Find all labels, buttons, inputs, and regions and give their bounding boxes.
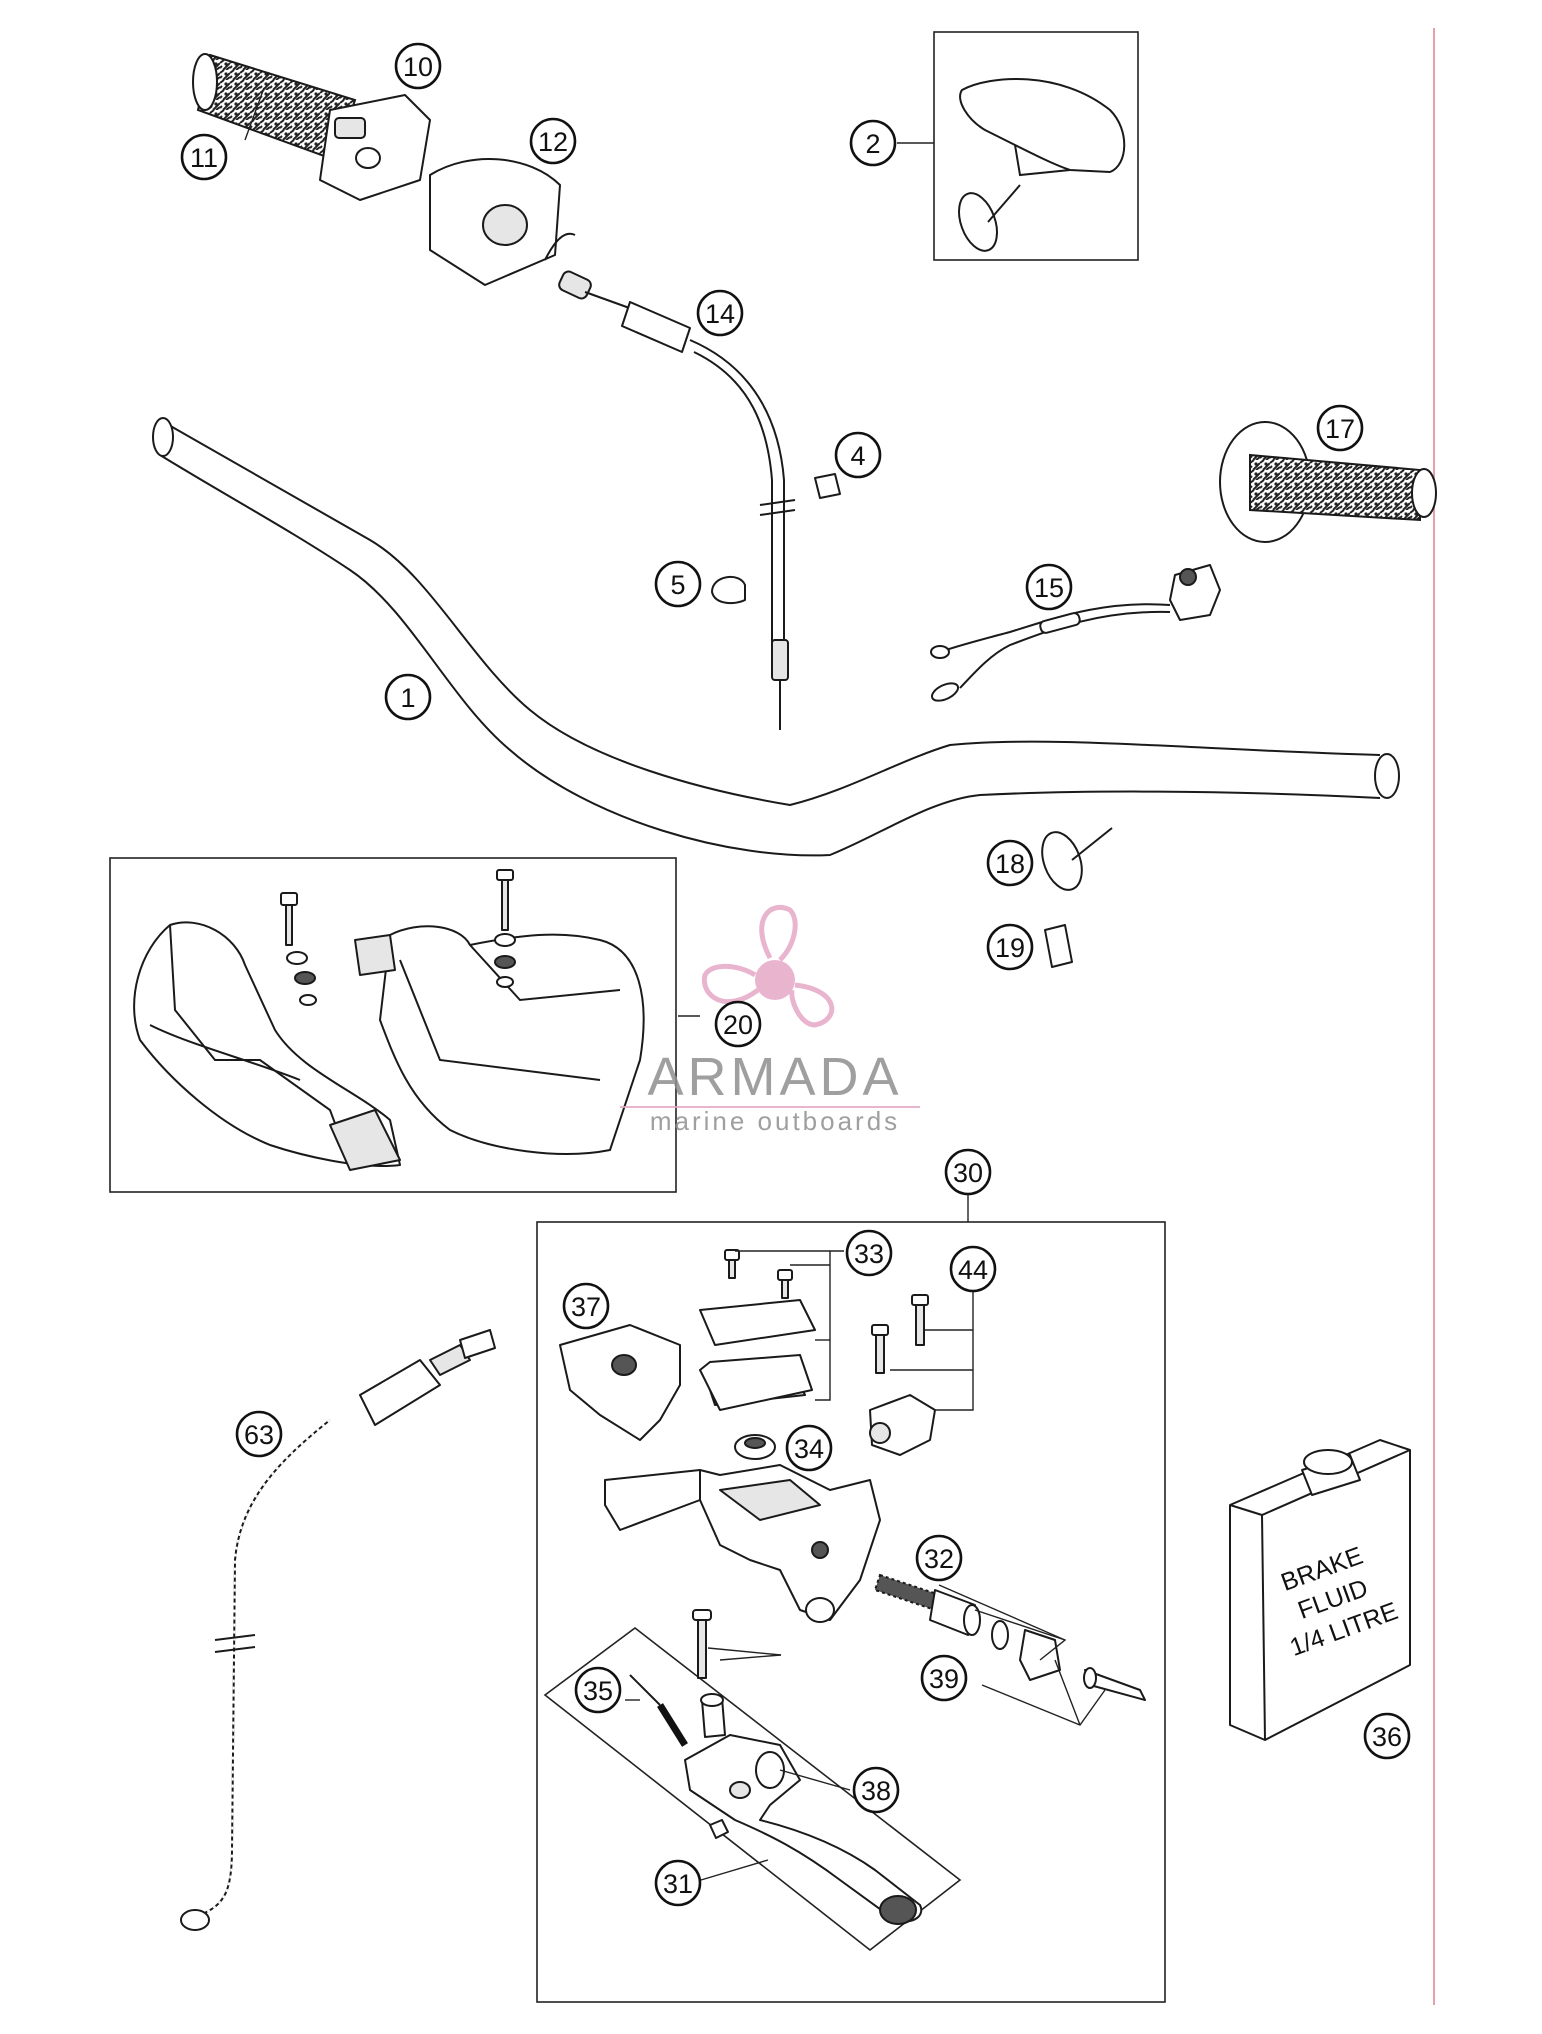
armada-logo (701, 905, 835, 1028)
callout-38: 38 (852, 1766, 900, 1814)
spring-pin (629, 1674, 688, 1747)
callout-label: 39 (929, 1664, 959, 1694)
callout-label: 17 (1325, 414, 1355, 444)
callout-14: 14 (696, 289, 744, 337)
callout-5: 5 (654, 560, 702, 608)
callout-label: 37 (571, 1292, 601, 1322)
callout-label: 34 (794, 1434, 824, 1464)
armada-watermark: ARMADA marine outboards (620, 905, 920, 1136)
callout-label: 15 (1034, 573, 1064, 603)
callout-36: 36 (1363, 1712, 1411, 1760)
callout-33: 33 (845, 1229, 893, 1277)
callout-label: 32 (924, 1544, 954, 1574)
callout-label: 14 (705, 299, 735, 329)
brake-lever (684, 1734, 923, 1925)
callout-label: 11 (190, 143, 218, 173)
piston-kit (873, 1573, 1146, 1701)
callout-label: 10 (403, 52, 433, 82)
watermark-tagline: marine outboards (650, 1106, 900, 1136)
callout-label: 2 (865, 129, 880, 159)
callout-39: 39 (920, 1654, 968, 1702)
throttle-cable (544, 232, 796, 730)
callout-label: 1 (400, 683, 415, 713)
handguard-right (354, 925, 645, 1155)
cable-adjuster-nut (814, 473, 841, 499)
bushing (700, 1693, 726, 1738)
callout-label: 19 (995, 933, 1025, 963)
clamp-bolts (871, 1294, 929, 1374)
callout-30: 30 (944, 1148, 992, 1196)
leader-lines (244, 87, 1106, 1881)
reservoir-cap (699, 1299, 816, 1411)
callout-label: 33 (854, 1239, 884, 1269)
pivot-bolt (692, 1609, 712, 1679)
callout-label: 44 (958, 1255, 988, 1285)
callout-11: 11 (180, 133, 228, 181)
brake-fluid-can: BRAKE FLUID 1/4 LITRE (1229, 1439, 1411, 1741)
callout-19: 19 (986, 923, 1034, 971)
callout-label: 38 (861, 1776, 891, 1806)
callout-34: 34 (785, 1424, 833, 1472)
clamp (869, 1394, 936, 1456)
kill-switch (930, 564, 1221, 702)
callout-label: 36 (1372, 1722, 1402, 1752)
callout-label: 20 (723, 1010, 753, 1040)
handguard-hardware (280, 869, 516, 1006)
callout-12: 12 (529, 117, 577, 165)
callout-4: 4 (834, 431, 882, 479)
cap-screws (724, 1249, 793, 1299)
callout-37: 37 (562, 1282, 610, 1330)
watermark-brand: ARMADA (647, 1047, 902, 1107)
number-plate-box (933, 31, 1139, 261)
throttle-cover (429, 158, 561, 286)
brake-line (180, 1329, 496, 1931)
callout-32: 32 (915, 1534, 963, 1582)
sleeve-19 (1044, 924, 1073, 968)
callout-label: 5 (670, 570, 685, 600)
cable-tie-18 (1041, 827, 1113, 891)
throttle-grip (192, 53, 357, 162)
handlebar (152, 417, 1400, 857)
lever-assembly-box (543, 1626, 962, 1952)
diaphragm (734, 1434, 776, 1460)
cable-clip (711, 576, 746, 605)
callout-18: 18 (986, 839, 1034, 887)
callout-label: 35 (583, 1676, 613, 1706)
throttle-housing (319, 94, 431, 201)
master-cylinder-box (536, 1221, 1166, 2003)
callout-20: 20 (714, 1000, 762, 1048)
callout-17: 17 (1316, 404, 1364, 452)
callout-31: 31 (654, 1859, 702, 1907)
handguard-box (109, 857, 677, 1193)
right-grip (1219, 421, 1437, 543)
callout-10: 10 (394, 42, 442, 90)
callout-label: 30 (953, 1158, 983, 1188)
number-plate (959, 78, 1126, 177)
lever-cover (559, 1324, 681, 1441)
master-cylinder-body (604, 1464, 881, 1623)
callout-label: 18 (995, 849, 1025, 879)
callout-15: 15 (1025, 563, 1073, 611)
cable-tie-2 (958, 184, 1021, 252)
callout-35: 35 (574, 1666, 622, 1714)
callout-label: 31 (663, 1869, 693, 1899)
callout-63: 63 (235, 1410, 283, 1458)
callout-1: 1 (384, 673, 432, 721)
handguard-left (133, 921, 401, 1171)
callout-44: 44 (949, 1245, 997, 1293)
callout-2: 2 (849, 119, 897, 167)
callout-label: 63 (244, 1420, 274, 1450)
callout-label: 12 (538, 127, 568, 157)
callout-label: 4 (850, 441, 865, 471)
